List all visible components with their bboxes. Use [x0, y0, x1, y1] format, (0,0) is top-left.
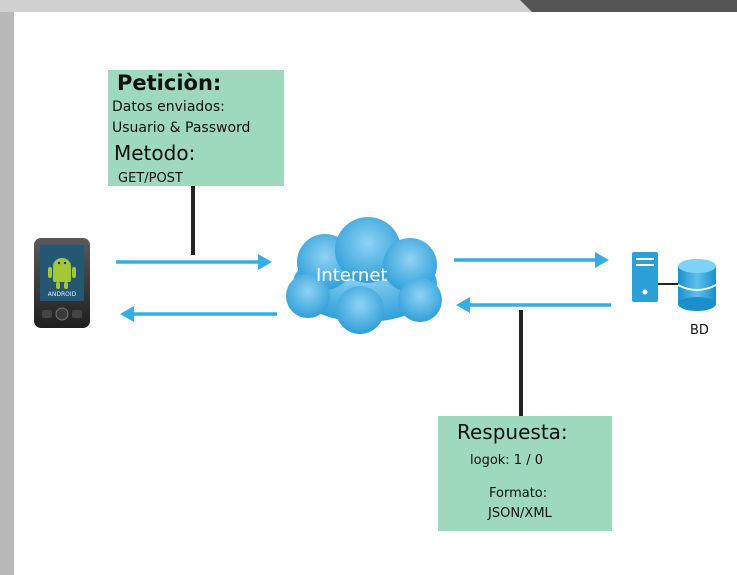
internet-label: Internet	[316, 265, 388, 286]
request-line-data-sent: Datos enviados:	[112, 99, 225, 115]
arrow-phone-to-internet	[116, 254, 272, 270]
server-icon	[632, 252, 678, 302]
request-box: Peticiòn: Datos enviados: Usuario & Pass…	[108, 70, 284, 186]
request-title: Peticiòn:	[117, 71, 222, 95]
request-method-label: Metodo:	[114, 141, 196, 165]
database-label: BD	[690, 323, 709, 338]
internet-cloud-icon	[286, 217, 442, 334]
phone-brand-text: ANDROID	[48, 291, 77, 298]
response-format-value: JSON/XML	[488, 506, 552, 521]
request-method-value: GET/POST	[118, 171, 183, 186]
arrow-internet-to-server	[454, 252, 609, 268]
response-logok: logok: 1 / 0	[470, 453, 543, 468]
request-line-credentials: Usuario & Password	[112, 120, 251, 136]
arrow-server-to-internet	[456, 297, 611, 313]
android-phone-icon: ANDROID	[34, 238, 90, 328]
response-format-label: Formato:	[489, 486, 548, 501]
database-icon	[677, 259, 717, 311]
arrow-internet-to-phone	[120, 306, 277, 322]
response-title: Respuesta:	[457, 420, 568, 444]
frame-corner-shape	[520, 0, 737, 12]
response-box: Respuesta: logok: 1 / 0 Formato: JSON/XM…	[438, 416, 612, 531]
